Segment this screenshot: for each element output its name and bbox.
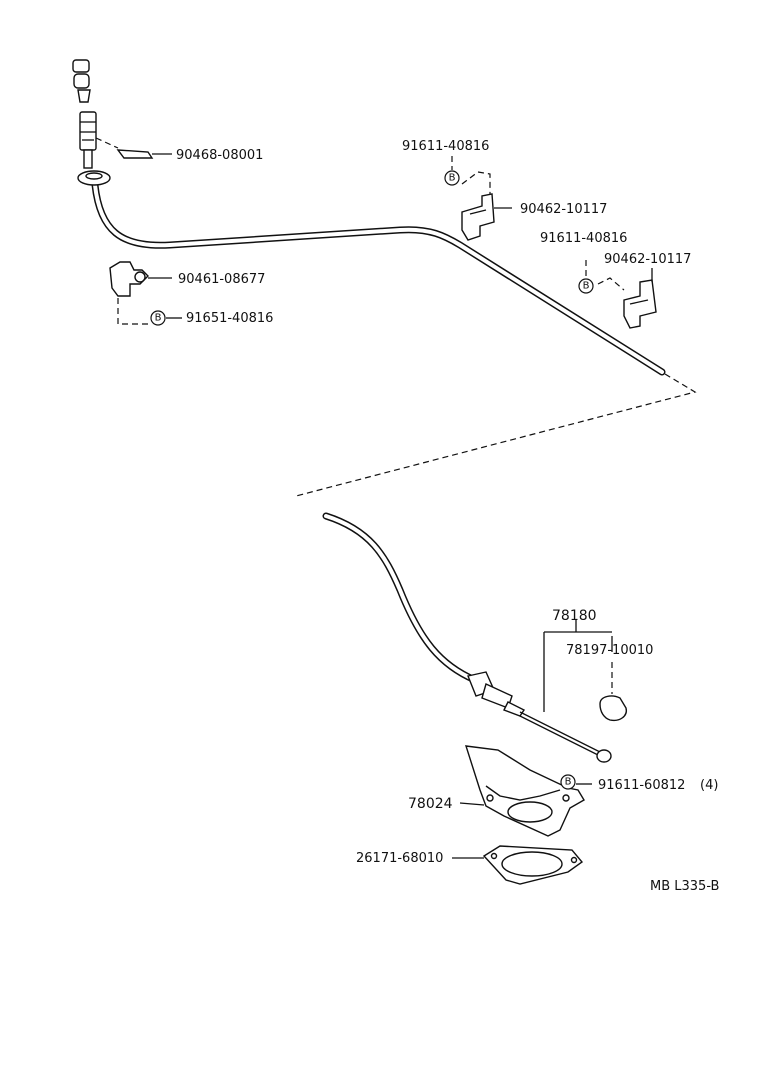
- part-label-26171-68010: 26171-68010: [356, 851, 443, 866]
- bolt-marker-3: B: [150, 310, 182, 326]
- bracket-90462-b: [585, 260, 657, 329]
- part-label-90462-10117-a: 90462-10117: [520, 202, 607, 217]
- knob-assembly: [72, 59, 111, 186]
- bushing-78197: [599, 636, 627, 722]
- part-label-91611-40816-b: 91611-40816: [540, 231, 627, 246]
- bolt-marker-4: B: [560, 774, 592, 790]
- part-label-90462-10117-b: 90462-10117: [604, 252, 691, 267]
- part-label-91611-40816-a: 91611-40816: [402, 139, 489, 154]
- diagram-code: MB L335-B: [650, 879, 719, 894]
- cable-end-fitting: [467, 671, 612, 763]
- bracket-78024: [459, 745, 585, 837]
- cable-continuation-line: [295, 373, 697, 497]
- part-label-91651-40816: 91651-40816: [186, 311, 273, 326]
- bolt-marker-1: B: [444, 156, 460, 186]
- bolt-marker-2: B: [578, 278, 594, 294]
- svg-text:B: B: [583, 281, 590, 292]
- part-label-78180: 78180: [552, 608, 597, 624]
- svg-text:B: B: [155, 313, 162, 324]
- leader-78180: [543, 620, 612, 712]
- clamp-90461: [109, 261, 172, 325]
- part-label-90468-08001: 90468-08001: [176, 148, 263, 163]
- svg-text:B: B: [449, 173, 456, 184]
- gasket-26171: [452, 845, 584, 885]
- svg-text:B: B: [565, 777, 572, 788]
- bracket-90462-a: [461, 171, 512, 241]
- clip-90468: [95, 137, 172, 159]
- part-qty-91611-60812: (4): [700, 778, 718, 793]
- part-label-91611-60812: 91611-60812: [598, 778, 685, 793]
- lower-cable: [322, 512, 479, 684]
- part-label-78197-10010: 78197-10010: [566, 643, 653, 658]
- part-label-90461-08677: 90461-08677: [178, 272, 265, 287]
- part-label-78024: 78024: [408, 796, 453, 812]
- upper-cable: [91, 181, 666, 376]
